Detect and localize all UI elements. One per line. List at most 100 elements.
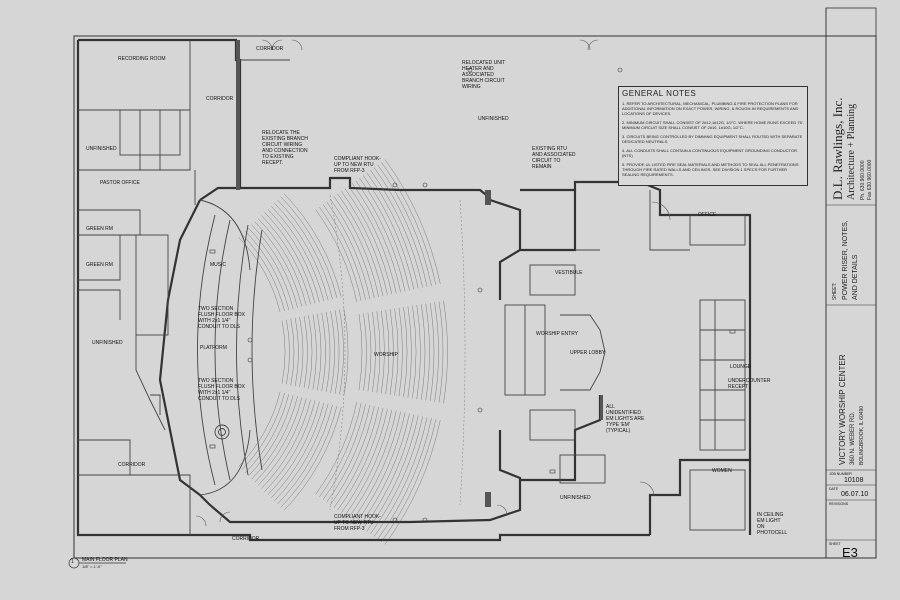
- room-label-women: WOMEN: [712, 468, 732, 474]
- seat-row-right-center: [421, 304, 426, 400]
- seat-row-left-center: [317, 313, 322, 391]
- plan-caption-number: 1: [71, 559, 74, 565]
- seat-row-left-center: [334, 310, 340, 394]
- seat-row-right-center: [398, 307, 403, 397]
- seat-row-right-center: [358, 314, 363, 390]
- seat-row-right-lower: [384, 420, 441, 545]
- seat-row-left-center: [290, 318, 295, 386]
- seat-row-left-center: [321, 312, 326, 392]
- wall-poche: [236, 40, 603, 507]
- seat-row-left-upper: [270, 205, 324, 302]
- seat-row-right-upper: [315, 209, 357, 302]
- seat-row-left-upper: [283, 193, 342, 297]
- seat-row-right-upper: [333, 196, 379, 298]
- seat-row-right-upper: [355, 180, 406, 292]
- room-label-vestibule: VESTIBULE: [555, 270, 583, 276]
- seat-row-left-lower: [261, 399, 311, 489]
- seat-row-right-upper: [348, 185, 397, 294]
- callout-relocate-n: RELOCATE THE EXISTING BRANCH CIRCUIT WIR…: [262, 130, 308, 166]
- seat-row-left-upper: [280, 196, 338, 298]
- callout-undercabinet: UNDERCOUNTER RECEPT: [728, 378, 771, 390]
- sheet-number-value: E3: [842, 545, 858, 560]
- callout-dimming-s: TWO SECTION FLUSH FLOOR BOX WITH 2x1 1/4…: [198, 378, 245, 402]
- seat-row-right-upper: [344, 188, 393, 295]
- seat-row-left-lower: [248, 395, 294, 477]
- seat-row-right-lower: [373, 417, 428, 537]
- general-note-2: 2. MINIMUM CIRCUIT SHALL CONSIST OF 2#12…: [622, 120, 804, 130]
- seat-row-left-upper: [264, 212, 316, 304]
- seat-row-right-upper: [322, 204, 366, 300]
- seat-row-left-center: [339, 309, 344, 395]
- seat-row-right-center: [394, 308, 399, 396]
- seat-row-right-center: [412, 305, 417, 399]
- seat-row-right-upper: [370, 169, 423, 288]
- room-label-worship: WORSHIP: [374, 352, 398, 358]
- job-number-value: 10108: [844, 477, 864, 484]
- seat-row-right-lower: [322, 404, 366, 500]
- room-label-corridor-s: CORRIDOR: [232, 536, 260, 542]
- seat-row-left-center: [295, 317, 299, 387]
- seat-row-left-lower: [274, 403, 329, 502]
- seat-row-left-lower: [241, 392, 285, 470]
- seat-row-right-upper: [384, 159, 441, 284]
- seat-row-right-center: [385, 309, 390, 395]
- callout-in-ceiling: IN CEILING EM LIGHT ON PHOTOCELL: [757, 512, 788, 536]
- room-label-unfinished-nw: UNFINISHED: [86, 146, 117, 152]
- seat-row-left-center: [312, 314, 317, 390]
- seat-row-left-upper: [241, 234, 285, 312]
- room-label-green-a: GREEN RM: [86, 226, 113, 232]
- callout-relocated-unit: RELOCATED UNIT HEATER AND ASSOCIATED BRA…: [462, 60, 506, 90]
- seat-row-right-center: [425, 303, 430, 401]
- seat-row-left-lower: [270, 402, 324, 499]
- seat-row-right-lower: [377, 418, 432, 540]
- seat-row-right-center: [407, 306, 412, 398]
- seat-row-left-center: [330, 311, 335, 393]
- general-notes-box: GENERAL NOTES 1. REFER TO ARCHITECTURAL,…: [618, 86, 808, 186]
- seat-row-left-center: [303, 316, 308, 388]
- seat-row-left-lower: [238, 391, 281, 467]
- seat-row-right-upper: [366, 172, 419, 289]
- firm-subtitle: Architecture + Planning: [846, 103, 857, 200]
- seat-row-right-center: [429, 302, 435, 402]
- general-note-4: 4. ALL CONDUITS SHALL CONTAIN A CONTINUO…: [622, 148, 798, 158]
- seat-row-right-lower: [333, 406, 379, 508]
- seat-row-left-upper: [248, 227, 294, 309]
- general-note-1: 1. REFER TO ARCHITECTURAL, MECHANICAL, P…: [622, 101, 799, 116]
- room-label-office-e: OFFICE: [698, 212, 717, 218]
- seat-row-right-center: [403, 307, 408, 397]
- seat-row-right-center: [367, 312, 372, 392]
- callout-existing-rtu: EXISTING RTU AND ASSOCIATED CIRCUIT TO R…: [532, 146, 576, 170]
- device-symbols: [209, 67, 736, 523]
- seat-row-right-center: [438, 301, 444, 403]
- project-city: BOLINGBROOK, IL 60490: [859, 405, 865, 465]
- room-label-pastor: PASTOR OFFICE: [100, 180, 140, 186]
- seat-row-left-center: [281, 320, 286, 384]
- seat-row-right-center: [443, 300, 448, 404]
- revisions-label: REVISIONS: [829, 502, 849, 506]
- seat-row-right-lower: [366, 415, 419, 532]
- seat-row-left-lower: [264, 400, 316, 492]
- general-note-3: 3. CIRCUITS BEING CONTROLLED BY DIMMING …: [622, 134, 803, 144]
- seat-row-right-lower: [355, 412, 406, 524]
- room-label-green-b: GREEN RM: [86, 262, 113, 268]
- seat-row-right-center: [434, 302, 439, 402]
- job-number-label: JOB NUMBER: [829, 472, 852, 476]
- seat-row-right-center: [389, 309, 394, 395]
- firm-contact-1: Ph. 630.960.0000: [860, 160, 866, 200]
- general-note-5: 5. PROVIDE UL LISTED FIRE SEAL MATERIALS…: [622, 162, 799, 177]
- seat-row-right-lower: [330, 406, 375, 505]
- seat-row-left-upper: [261, 215, 311, 305]
- sheet-number-label: SHEET: [829, 542, 841, 546]
- room-label-music: MUSIC: [210, 262, 227, 268]
- date-label: DATE: [829, 487, 839, 491]
- room-label-lounge: LOUNGE: [730, 364, 752, 370]
- seat-row-left-center: [343, 308, 349, 396]
- aisles: [329, 194, 466, 511]
- room-label-recording: RECORDING ROOM: [118, 56, 166, 62]
- seat-row-right-upper: [326, 201, 371, 299]
- seat-row-right-upper: [319, 206, 362, 301]
- seat-row-left-lower: [283, 407, 342, 511]
- seat-row-right-lower: [341, 408, 388, 513]
